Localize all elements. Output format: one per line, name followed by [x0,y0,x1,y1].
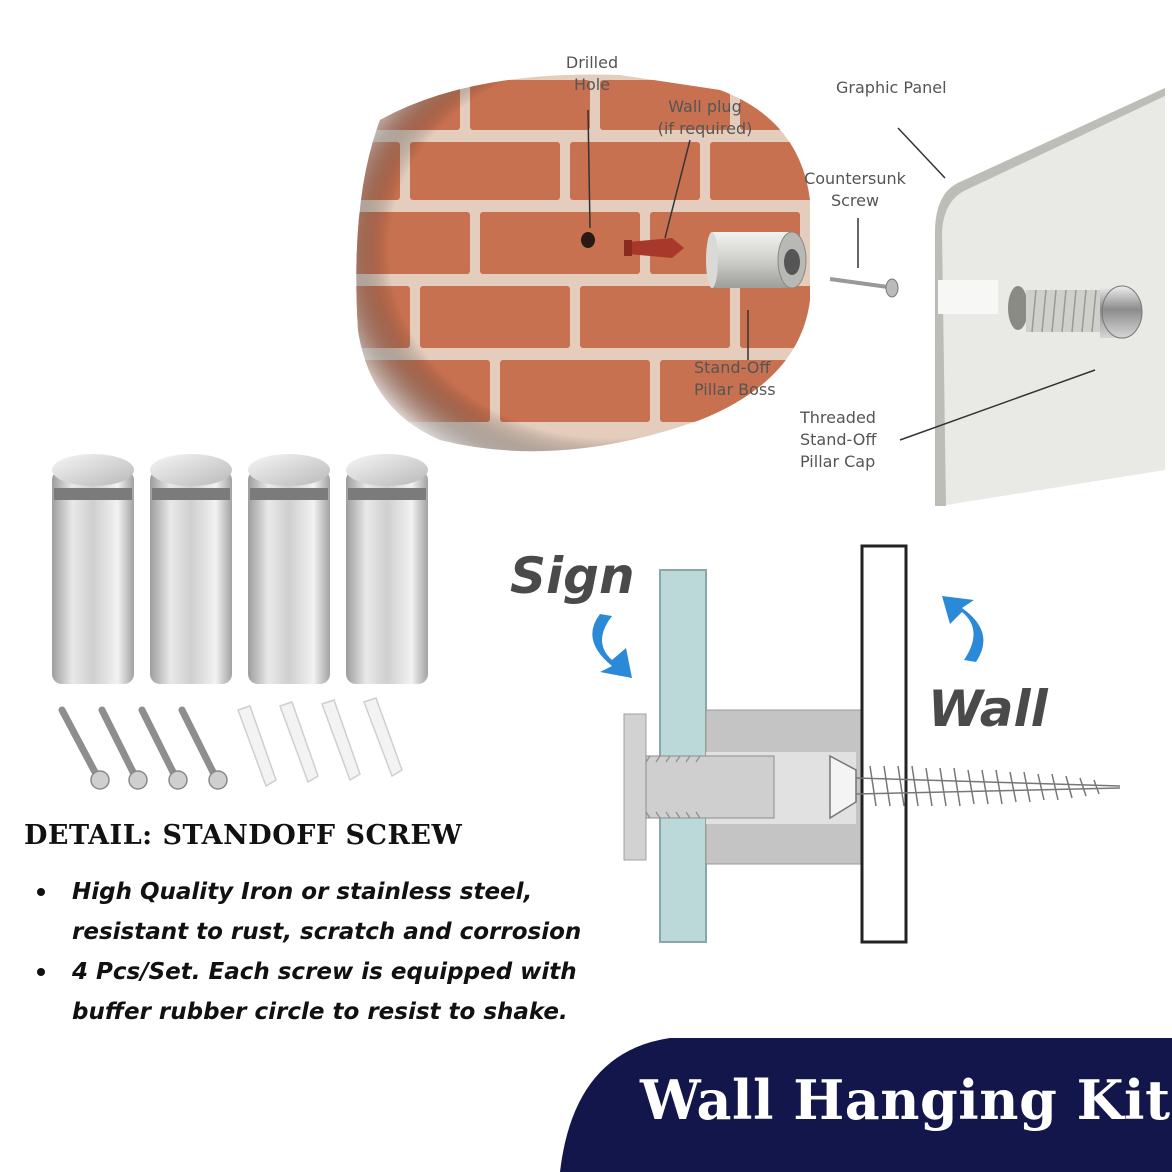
brick-wall-illustration [356,74,810,452]
label-threaded-pillar-cap: Threaded Stand-Off Pillar Cap [800,407,876,473]
feature-list: High Quality Iron or stainless steel, re… [28,872,598,1032]
wall-screw [829,754,1121,820]
wood-screws [58,706,218,778]
product-kit-photo [52,454,428,790]
label-line: (if required) [657,119,753,138]
drilled-hole [581,232,595,248]
label-wall-plug: Wall plug (if required) [640,96,770,140]
label-line: Stand-Off [800,430,877,449]
wall-plugs [237,697,403,788]
sign-arrow-icon [592,614,632,678]
label-graphic-panel: Graphic Panel [836,78,947,97]
threaded-bolt [645,755,775,819]
standoff-pillar-boss [706,231,807,289]
wall-plug [624,238,684,258]
label-line: Pillar Boss [694,380,776,399]
label-line: Threaded [800,408,876,427]
wall-label: Wall [928,680,1048,738]
label-line: Pillar Cap [800,452,876,471]
label-line: Drilled [565,53,619,72]
installation-diagram [356,74,1165,506]
label-line: Wall plug [668,97,742,116]
banner-title: Wall Hanging Kit [640,1068,1171,1132]
title-banner [560,1038,1172,1172]
label-line: Screw [830,191,880,210]
label-line: Countersunk [804,169,906,188]
label-line: Stand-Off [694,358,771,377]
standoff-cap [623,713,647,861]
feature-item: 4 Pcs/Set. Each screw is equipped with b… [28,952,598,1032]
threaded-pillar-cap [1008,285,1143,339]
label-line: Hole [573,75,611,94]
label-standoff-pillar-boss: Stand-Off Pillar Boss [694,357,776,401]
countersunk-screw [829,277,899,298]
label-drilled-hole: Drilled Hole [552,52,632,96]
label-countersunk-screw: Countersunk Screw [790,168,920,212]
sign-wall-section-diagram [592,544,1121,944]
detail-heading: DETAIL: STANDOFF SCREW [24,820,463,851]
wall-section [860,544,908,944]
wall-arrow-icon [942,596,984,662]
standoff-cylinders [52,454,428,684]
feature-item: High Quality Iron or stainless steel, re… [28,872,598,952]
sign-label: Sign [510,547,635,605]
